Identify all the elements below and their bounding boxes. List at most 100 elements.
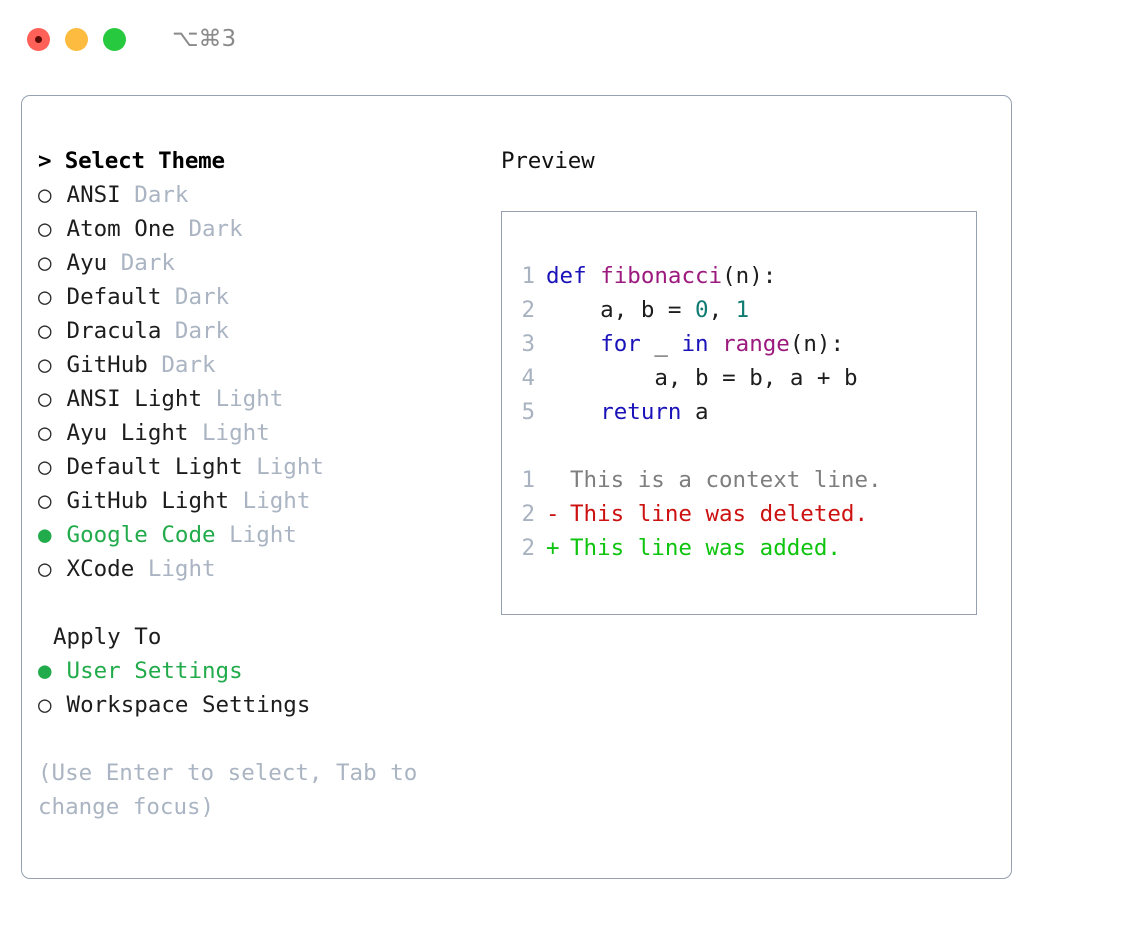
theme-list-item[interactable]: ○ ANSI Light Light xyxy=(38,382,468,416)
diff-text: This line was added. xyxy=(570,535,841,561)
apply-to-title: Apply To xyxy=(53,624,162,650)
code-token: a, b = b, a + b xyxy=(546,365,858,391)
minimize-button-icon[interactable] xyxy=(65,27,88,51)
theme-name: ANSI Light xyxy=(66,386,203,412)
radio-unselected-icon[interactable]: ○ xyxy=(38,488,52,514)
theme-list-item[interactable]: ○ Ayu Dark xyxy=(38,246,468,280)
theme-list-item[interactable]: ● Google Code Light xyxy=(38,518,468,552)
theme-kind-badge: Dark xyxy=(188,216,243,242)
radio-selected-icon[interactable]: ● xyxy=(38,658,52,684)
radio-unselected-icon[interactable]: ○ xyxy=(38,318,52,344)
radio-unselected-icon[interactable]: ○ xyxy=(38,386,52,412)
theme-list-item[interactable]: ○ XCode Light xyxy=(38,552,468,586)
diff-line: 1 This is a context line. xyxy=(519,463,970,497)
window-titlebar: ⌥⌘3 xyxy=(0,0,1140,78)
line-number: 2 xyxy=(521,535,535,561)
apply-to-label: Workspace Settings xyxy=(66,692,311,718)
theme-kind-badge: Dark xyxy=(161,352,216,378)
theme-kind-badge: Light xyxy=(242,488,311,514)
radio-selected-icon[interactable]: ● xyxy=(38,522,52,548)
radio-unselected-icon[interactable]: ○ xyxy=(38,284,52,310)
theme-name: Ayu Light xyxy=(66,420,189,446)
radio-unselected-icon[interactable]: ○ xyxy=(38,352,52,378)
code-token: 1 xyxy=(735,297,750,323)
preview-header: Preview xyxy=(501,148,595,174)
code-token: a, b = xyxy=(546,297,696,323)
code-token xyxy=(587,263,601,289)
radio-unselected-icon[interactable]: ○ xyxy=(38,420,52,446)
line-number: 2 xyxy=(521,297,535,323)
theme-name: GitHub Light xyxy=(66,488,230,514)
select-theme-header: > Select Theme xyxy=(38,144,468,178)
theme-list-item[interactable]: ○ GitHub Dark xyxy=(38,348,468,382)
theme-kind-badge: Light xyxy=(147,556,216,582)
diff-sign: + xyxy=(546,535,560,561)
radio-unselected-icon[interactable]: ○ xyxy=(38,250,52,276)
code-line: 2 a, b = 0, 1 xyxy=(519,293,970,327)
diff-text: This is a context line. xyxy=(570,467,882,493)
line-number: 3 xyxy=(521,331,535,357)
radio-unselected-icon[interactable]: ○ xyxy=(38,454,52,480)
keyboard-hint-line-1: (Use Enter to select, Tab to xyxy=(38,760,418,786)
code-token: range xyxy=(722,331,790,357)
maximize-button-icon[interactable] xyxy=(103,27,126,51)
apply-to-section: Apply To ● User Settings○ Workspace Sett… xyxy=(38,620,468,722)
code-token xyxy=(709,331,723,357)
radio-unselected-icon[interactable]: ○ xyxy=(38,216,52,242)
radio-unselected-icon[interactable]: ○ xyxy=(38,556,52,582)
theme-kind-badge: Dark xyxy=(134,182,189,208)
theme-list[interactable]: ○ ANSI Dark○ Atom One Dark○ Ayu Dark○ De… xyxy=(38,178,468,586)
theme-kind-badge: Light xyxy=(202,420,270,446)
diff-text: This line was deleted. xyxy=(570,501,869,527)
diff-sample: 1 This is a context line. 2-This line was … xyxy=(519,463,970,565)
code-line: 4 a, b = b, a + b xyxy=(519,361,970,395)
code-token: fibonacci xyxy=(600,263,723,289)
code-token: a xyxy=(681,399,709,425)
close-button-icon[interactable] xyxy=(27,27,50,51)
theme-list-item[interactable]: ○ Ayu Light Light xyxy=(38,416,468,450)
theme-list-item[interactable]: ○ Atom One Dark xyxy=(38,212,468,246)
code-token xyxy=(546,331,600,357)
theme-name: Default Light xyxy=(66,454,243,480)
apply-to-item[interactable]: ● User Settings xyxy=(38,654,468,688)
theme-list-item[interactable]: ○ Dracula Dark xyxy=(38,314,468,348)
code-token: 0 xyxy=(695,297,709,323)
line-number: 1 xyxy=(521,467,535,493)
panel-body: > Select Theme ○ ANSI Dark○ Atom One Dar… xyxy=(22,96,1011,878)
diff-sign: - xyxy=(546,501,560,527)
theme-list-item[interactable]: ○ GitHub Light Light xyxy=(38,484,468,518)
code-token: , xyxy=(708,297,736,323)
apply-to-list[interactable]: ● User Settings○ Workspace Settings xyxy=(38,654,468,722)
theme-kind-badge: Light xyxy=(215,386,284,412)
code-token: in xyxy=(681,331,709,357)
theme-name: Google Code xyxy=(66,522,216,548)
traffic-light-group xyxy=(27,27,126,51)
theme-kind-badge: Light xyxy=(256,454,324,480)
theme-name: ANSI xyxy=(66,182,121,208)
main-panel: > Select Theme ○ ANSI Dark○ Atom One Dar… xyxy=(21,95,1012,879)
radio-unselected-icon[interactable]: ○ xyxy=(38,692,52,718)
code-line: 5 return a xyxy=(519,395,970,429)
theme-name: Atom One xyxy=(66,216,175,242)
theme-list-item[interactable]: ○ Default Light Light xyxy=(38,450,468,484)
apply-to-item[interactable]: ○ Workspace Settings xyxy=(38,688,468,722)
theme-list-item[interactable]: ○ Default Dark xyxy=(38,280,468,314)
code-line: 3 for _ in range(n): xyxy=(519,327,970,361)
code-token: for xyxy=(600,331,641,357)
theme-name: Dracula xyxy=(66,318,162,344)
code-token: def xyxy=(546,263,587,289)
line-number: 4 xyxy=(521,365,535,391)
select-theme-title: Select Theme xyxy=(64,148,225,174)
theme-name: GitHub xyxy=(66,352,148,378)
line-number: 5 xyxy=(521,399,535,425)
radio-unselected-icon[interactable]: ○ xyxy=(38,182,52,208)
apply-to-header: Apply To xyxy=(38,620,468,654)
code-token xyxy=(546,399,600,425)
code-token: return xyxy=(600,399,682,425)
theme-name: Ayu xyxy=(66,250,108,276)
theme-selector-column: > Select Theme ○ ANSI Dark○ Atom One Dar… xyxy=(38,144,468,824)
theme-list-item[interactable]: ○ ANSI Dark xyxy=(38,178,468,212)
